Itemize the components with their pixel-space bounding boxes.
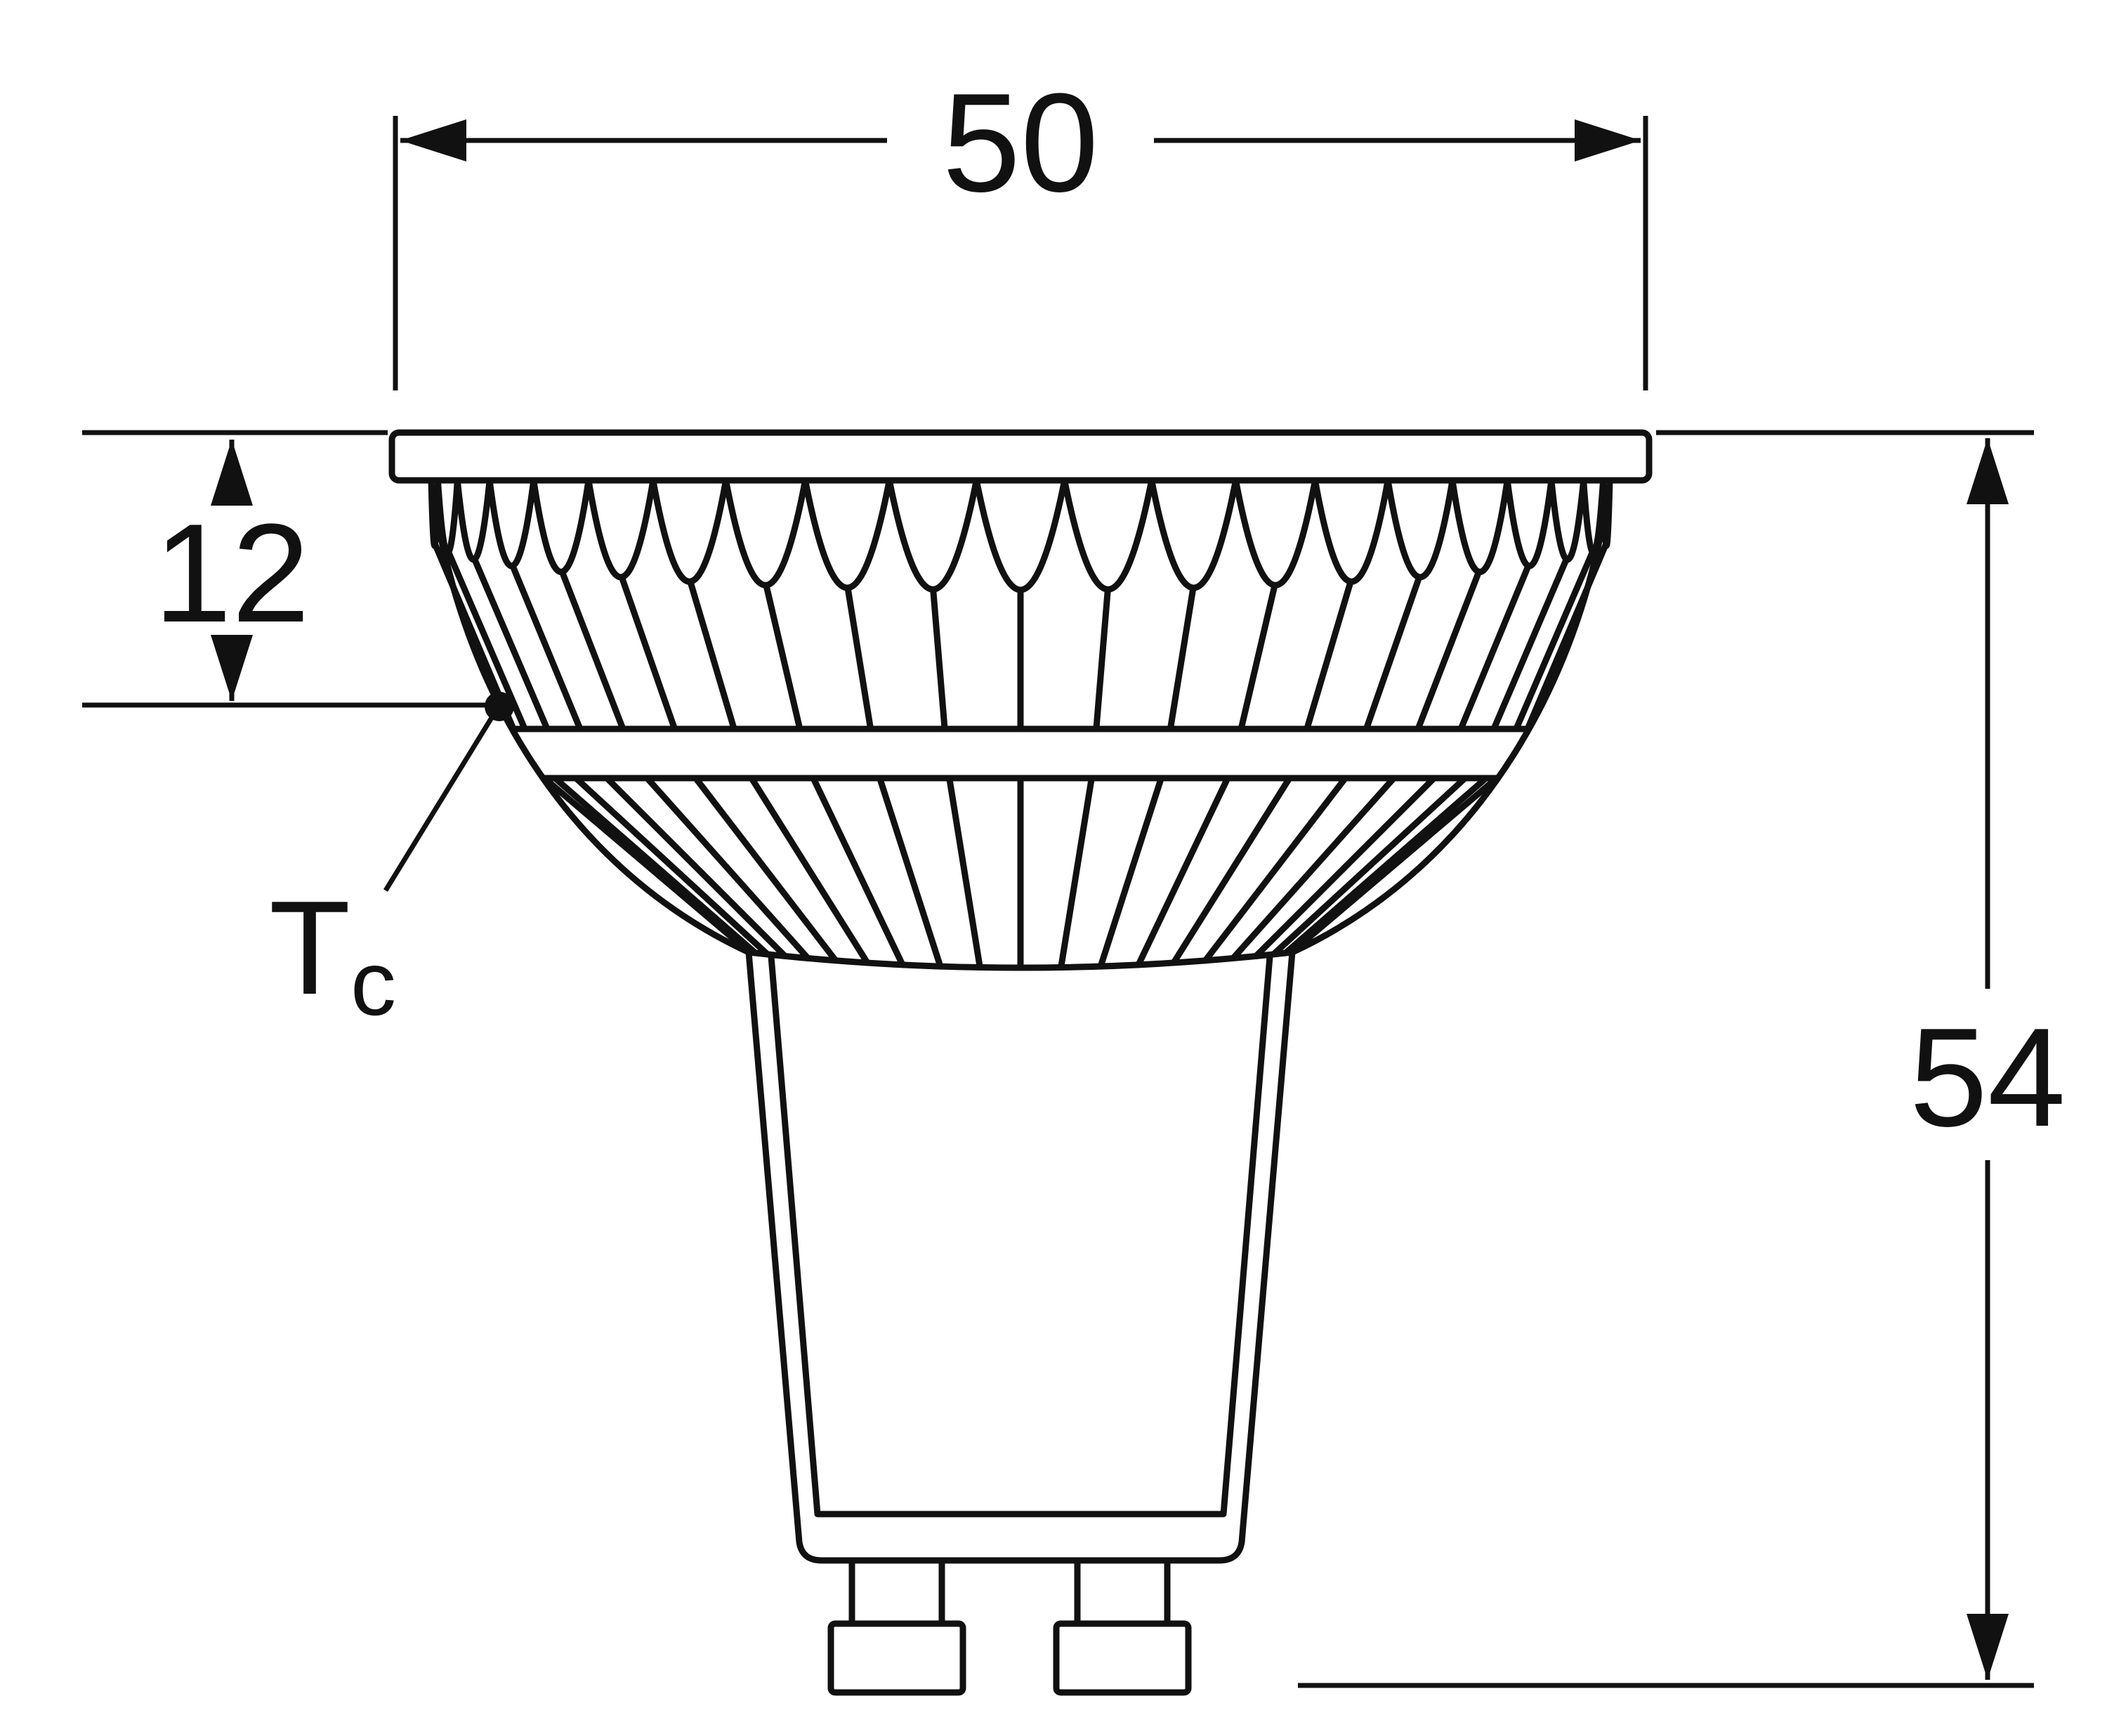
reflector-scallops xyxy=(428,477,1613,593)
lens-face xyxy=(388,429,1653,484)
dimension-value-head-height: 12 xyxy=(154,495,310,652)
lamp-body xyxy=(388,429,1653,1696)
pin-right-stem xyxy=(1074,1554,1171,1627)
tc-label-main: T xyxy=(269,874,350,1022)
tc-label: Tc xyxy=(269,874,396,1034)
tc-annotation: Tc xyxy=(269,692,514,1034)
dimension-overall-height: 54 xyxy=(1298,430,2066,1688)
dimension-value-overall-height: 54 xyxy=(1910,999,2066,1156)
base-inner xyxy=(768,953,1273,1518)
dimension-value-face-width: 50 xyxy=(943,65,1098,221)
reflector-left-edge xyxy=(428,477,752,956)
reflector-right-edge xyxy=(1289,477,1613,956)
pin-left-stem xyxy=(848,1554,945,1627)
scallop-arcs xyxy=(428,477,1613,593)
pin-right-foot xyxy=(1053,1620,1192,1696)
flute-lines xyxy=(431,539,1610,971)
tc-point-dot xyxy=(485,692,514,721)
tc-label-subscript: c xyxy=(350,932,396,1034)
base-outer xyxy=(745,949,1296,1564)
reflector-bottom-junction xyxy=(745,949,1296,971)
pin-left-foot xyxy=(827,1620,966,1696)
tc-leader-line xyxy=(383,716,494,892)
reflector-flutes xyxy=(431,539,1610,971)
dimension-face-width: 50 xyxy=(393,65,1648,390)
dimension-head-height: 12 xyxy=(82,430,486,708)
